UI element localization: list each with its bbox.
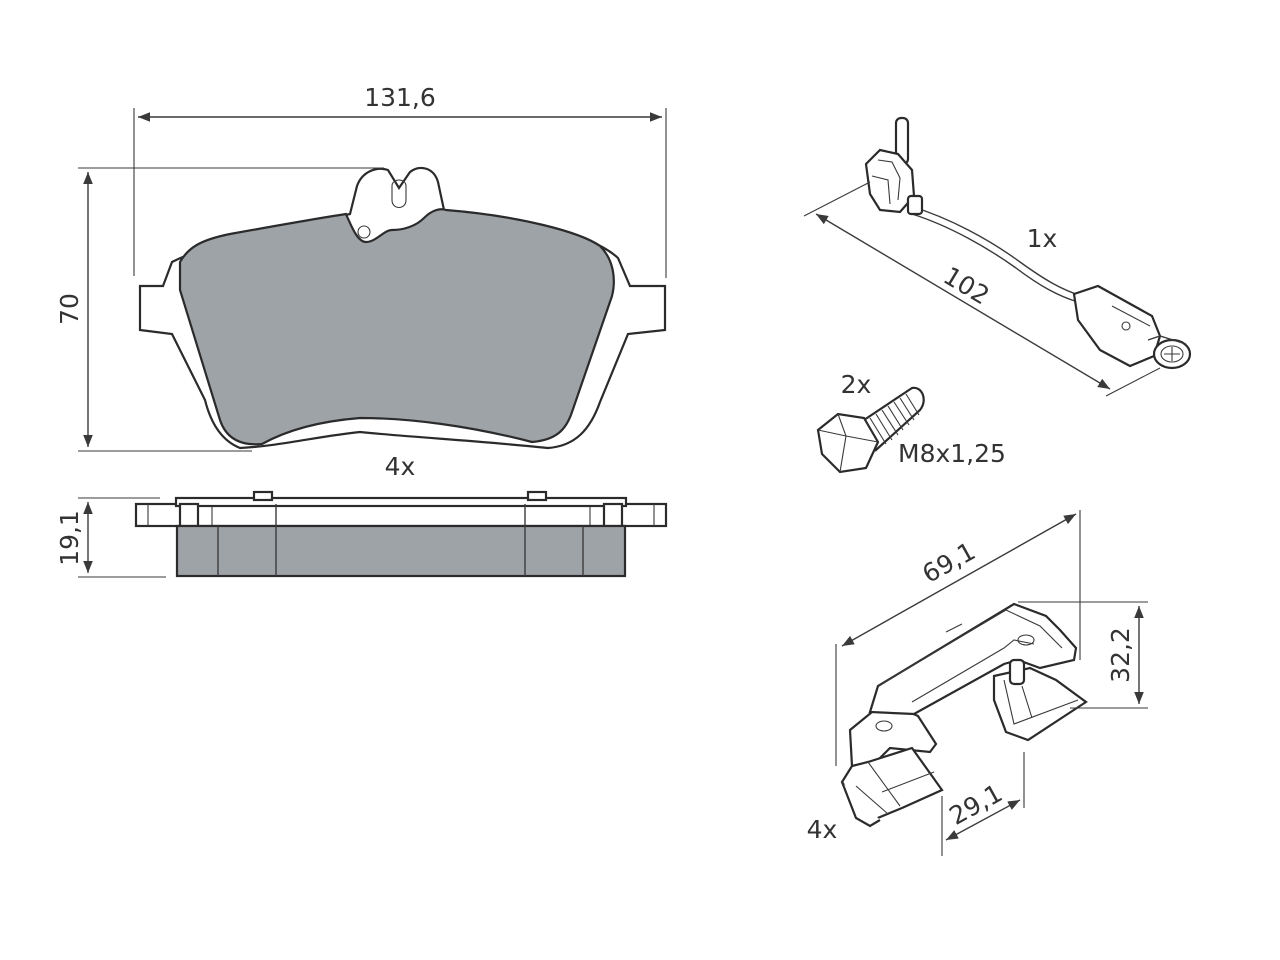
clip-height-label: 32,2 [1106,627,1135,683]
clip-length-label: 69,1 [918,536,981,588]
pad-width-label: 131,6 [364,83,436,112]
brake-pad-side-view [134,490,668,578]
pad-height-dimension: 70 [55,167,384,452]
pad-height-label: 70 [55,293,84,325]
keyhole-slot [391,179,407,209]
mounting-hole [357,225,371,239]
bolt-thread-label: M8x1,25 [898,439,1006,468]
pad-thickness-label: 19,1 [55,510,84,566]
sensor-length-dimension: 102 [803,181,1161,397]
clip-width-dimension: 29,1 [941,752,1025,856]
friction-material [178,208,615,446]
clip-width-label: 29,1 [945,778,1008,830]
spring-clip [840,602,1088,828]
pad-quantity-label: 4x [385,452,416,481]
bolt [816,386,925,474]
brake-pad-front-view [138,166,667,450]
pad-thickness-dimension: 19,1 [55,497,166,578]
pad-width-dimension: 131,6 [133,83,667,278]
bolt-quantity-label: 2x [841,370,872,399]
sensor-quantity-label: 1x [1027,224,1058,253]
clip-height-dimension: 32,2 [1018,601,1148,709]
clip-quantity-label: 4x [807,815,838,844]
